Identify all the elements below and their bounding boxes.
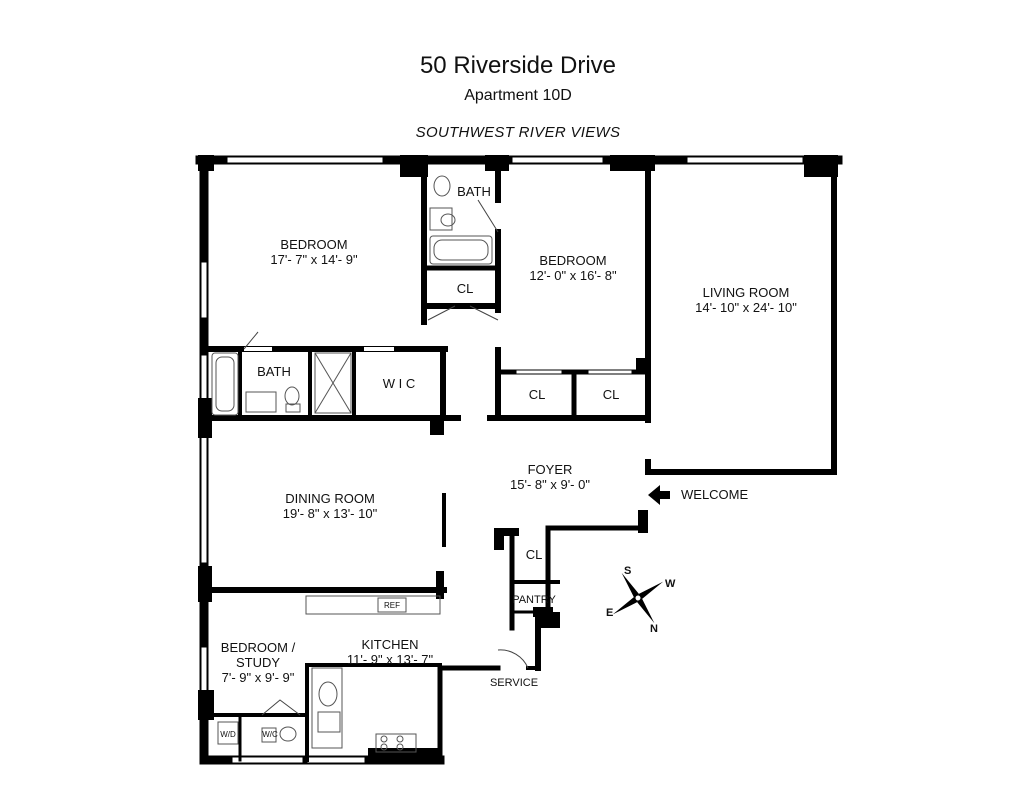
compass-icon bbox=[612, 572, 664, 624]
foyer-name: FOYER bbox=[528, 462, 573, 477]
service-label: SERVICE bbox=[490, 677, 538, 689]
bedroom-sw-name: BEDROOM bbox=[280, 237, 347, 252]
bedroom-sw-dims: 17'- 7" x 14'- 9" bbox=[270, 252, 358, 267]
compass-e: E bbox=[606, 607, 613, 619]
wc-name: W/C bbox=[262, 730, 278, 739]
room-labels: BEDROOM 17'- 7" x 14'- 9" BATH BEDROOM 1… bbox=[220, 184, 797, 739]
welcome-marker: WELCOME bbox=[648, 485, 749, 505]
closet-b-name: CL bbox=[603, 387, 620, 402]
compass-w: W bbox=[665, 578, 676, 590]
living-room-name: LIVING ROOM bbox=[703, 285, 790, 300]
walls bbox=[195, 155, 843, 765]
dining-name: DINING ROOM bbox=[285, 491, 375, 506]
bath-master-name: BATH bbox=[257, 364, 291, 379]
plan-title: 50 Riverside Drive bbox=[419, 52, 617, 79]
wd-name: W/D bbox=[220, 730, 236, 739]
living-room-dims: 14'- 10" x 24'- 10" bbox=[695, 300, 797, 315]
plan-subtitle: Apartment 10D bbox=[464, 87, 572, 104]
bedroom-mid-name: BEDROOM bbox=[539, 253, 606, 268]
kitchen-name: KITCHEN bbox=[361, 637, 418, 652]
column-blocks bbox=[198, 155, 838, 764]
study-dims: 7'- 9" x 9'- 9" bbox=[222, 670, 295, 685]
pantry-name: PANTRY bbox=[512, 594, 556, 606]
compass-s: S bbox=[624, 565, 631, 577]
kitchen-dims: 11'- 9" x 13'- 7" bbox=[347, 652, 434, 667]
fridge-label: REF bbox=[384, 601, 400, 610]
closet-foyer-name: CL bbox=[526, 547, 543, 562]
study-name: BEDROOM / bbox=[221, 640, 296, 655]
welcome-label: WELCOME bbox=[681, 487, 749, 502]
bedroom-mid-dims: 12'- 0" x 16'- 8" bbox=[529, 268, 617, 283]
dining-dims: 19'- 8" x 13'- 10" bbox=[283, 506, 378, 521]
study-name-2: STUDY bbox=[236, 655, 280, 670]
entry-arrow-icon bbox=[648, 485, 670, 505]
closet-top-name: CL bbox=[457, 281, 474, 296]
views-note: SOUTHWEST RIVER VIEWS bbox=[415, 124, 621, 141]
foyer-dims: 15'- 8" x 9'- 0" bbox=[510, 477, 590, 492]
bath-top-name: BATH bbox=[457, 184, 491, 199]
wic-name: W I C bbox=[383, 376, 416, 391]
closet-a-name: CL bbox=[529, 387, 546, 402]
door-swings bbox=[243, 199, 529, 716]
compass-n: N bbox=[650, 623, 658, 635]
fixtures bbox=[211, 175, 493, 753]
